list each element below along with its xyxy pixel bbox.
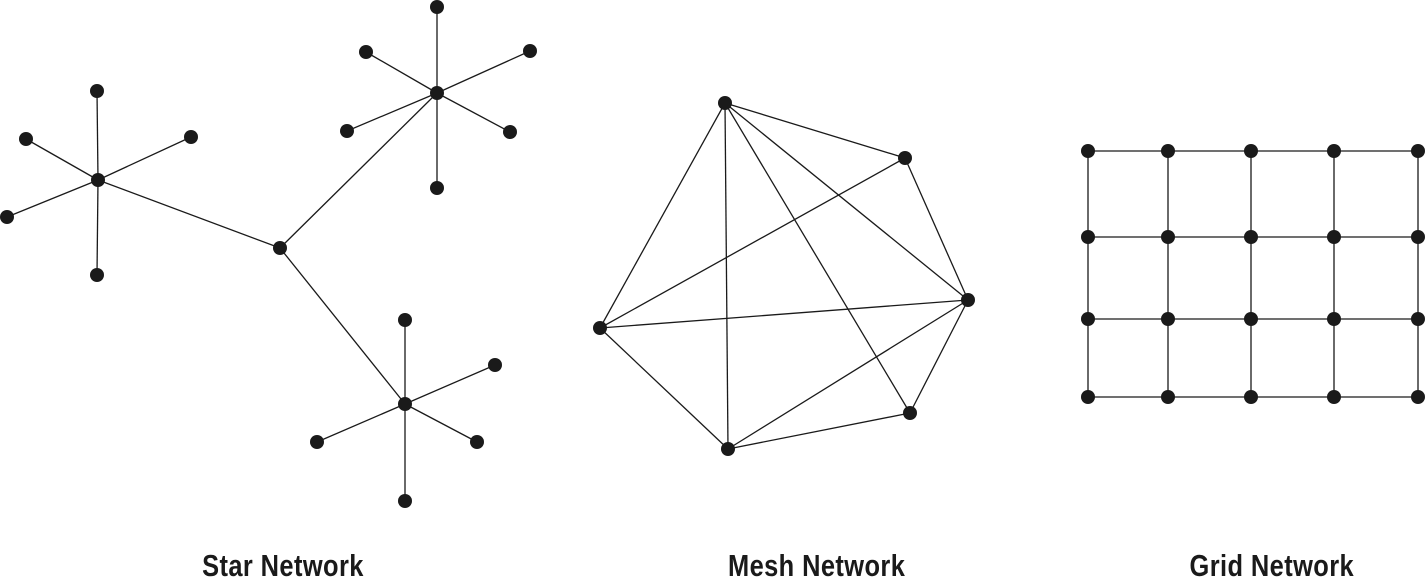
grid-node: [1411, 390, 1425, 404]
star-leaf-node: [184, 130, 198, 144]
grid-node: [1327, 230, 1341, 244]
mesh-edge: [599, 299, 969, 329]
star-trunk-edge: [279, 92, 438, 249]
star-leaf-edge: [404, 364, 496, 405]
star-leaf-edge: [96, 179, 99, 276]
star-leaf-edge: [25, 138, 99, 181]
star-leaf-edge: [404, 403, 478, 443]
star-leaf-node: [398, 494, 412, 508]
grid-node: [1244, 144, 1258, 158]
grid-node: [1411, 312, 1425, 326]
star-leaf-edge: [97, 136, 192, 181]
grid-node: [1081, 390, 1095, 404]
mesh-edge: [727, 412, 911, 450]
mesh-node: [903, 406, 917, 420]
grid-node: [1411, 144, 1425, 158]
star-leaf-node: [488, 358, 502, 372]
mesh-edge: [724, 102, 729, 450]
grid-node: [1244, 390, 1258, 404]
star-leaf-edge: [365, 51, 438, 94]
edges: [6, 7, 1419, 501]
star-leaf-node: [0, 210, 14, 224]
star-hub-node: [91, 173, 105, 187]
mesh-edge: [727, 299, 969, 450]
nodes: [0, 0, 1425, 508]
grid-node: [1161, 390, 1175, 404]
star-leaf-node: [310, 435, 324, 449]
grid-node: [1327, 144, 1341, 158]
star-leaf-node: [523, 44, 537, 58]
star-leaf-edge: [436, 92, 511, 133]
grid-node: [1327, 312, 1341, 326]
mesh-edge: [904, 157, 969, 301]
grid-node: [1161, 144, 1175, 158]
star-leaf-edge: [436, 50, 531, 94]
star-leaf-node: [359, 45, 373, 59]
star-leaf-node: [90, 84, 104, 98]
star-leaf-node: [430, 181, 444, 195]
star-leaf-edge: [6, 179, 99, 218]
mesh-node: [593, 321, 607, 335]
grid-node: [1327, 390, 1341, 404]
mesh-edge: [599, 157, 906, 329]
grid-node: [1161, 312, 1175, 326]
mesh-edge: [599, 327, 729, 450]
grid-node: [1081, 144, 1095, 158]
star-network-label: Star Network: [202, 548, 364, 583]
mesh-edge: [599, 102, 726, 329]
star-leaf-node: [398, 313, 412, 327]
star-hub-node: [430, 86, 444, 100]
star-hub-node: [398, 397, 412, 411]
grid-node: [1411, 230, 1425, 244]
grid-node: [1081, 230, 1095, 244]
star-trunk-edge: [97, 179, 281, 249]
mesh-node: [718, 96, 732, 110]
mesh-edge: [724, 102, 911, 414]
mesh-edge: [724, 102, 906, 159]
star-leaf-node: [503, 125, 517, 139]
mesh-node: [961, 293, 975, 307]
grid-node: [1244, 230, 1258, 244]
star-leaf-edge: [346, 92, 438, 132]
grid-node: [1081, 312, 1095, 326]
grid-node: [1161, 230, 1175, 244]
mesh-network-label: Mesh Network: [728, 548, 906, 583]
star-leaf-node: [470, 435, 484, 449]
star-leaf-node: [340, 124, 354, 138]
star-leaf-node: [19, 132, 33, 146]
mesh-node: [898, 151, 912, 165]
grid-network-label: Grid Network: [1189, 548, 1355, 583]
mesh-edge: [909, 299, 969, 414]
star-connector-node: [273, 241, 287, 255]
star-leaf-edge: [316, 403, 406, 443]
mesh-edge: [724, 102, 969, 301]
mesh-node: [721, 442, 735, 456]
star-trunk-edge: [279, 247, 406, 405]
star-leaf-node: [430, 0, 444, 14]
star-leaf-edge: [96, 90, 99, 181]
grid-node: [1244, 312, 1258, 326]
star-leaf-node: [90, 268, 104, 282]
